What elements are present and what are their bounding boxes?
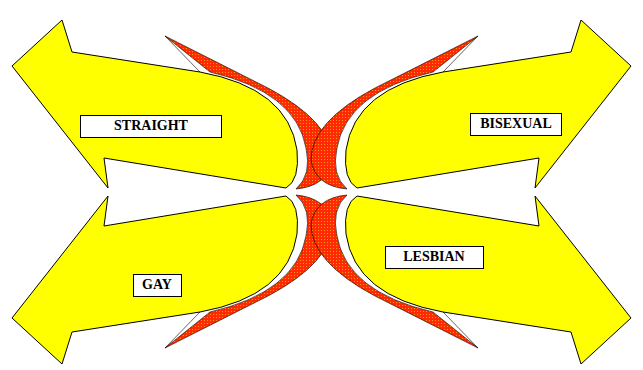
label-text: BISEXUAL (480, 117, 552, 131)
arrow-top-right (311, 20, 631, 189)
label-box: BISEXUAL (470, 113, 562, 136)
arrow-bottom-right (311, 195, 631, 364)
label-box: STRAIGHT (80, 115, 222, 138)
label-box: GAY (133, 274, 182, 297)
label-text: LESBIAN (403, 250, 464, 264)
label-text: STRAIGHT (114, 119, 188, 133)
arrow-top-left (12, 20, 332, 189)
label-box: LESBIAN (385, 246, 484, 269)
arrow-bottom-left (12, 195, 332, 364)
label-text: GAY (142, 278, 172, 292)
